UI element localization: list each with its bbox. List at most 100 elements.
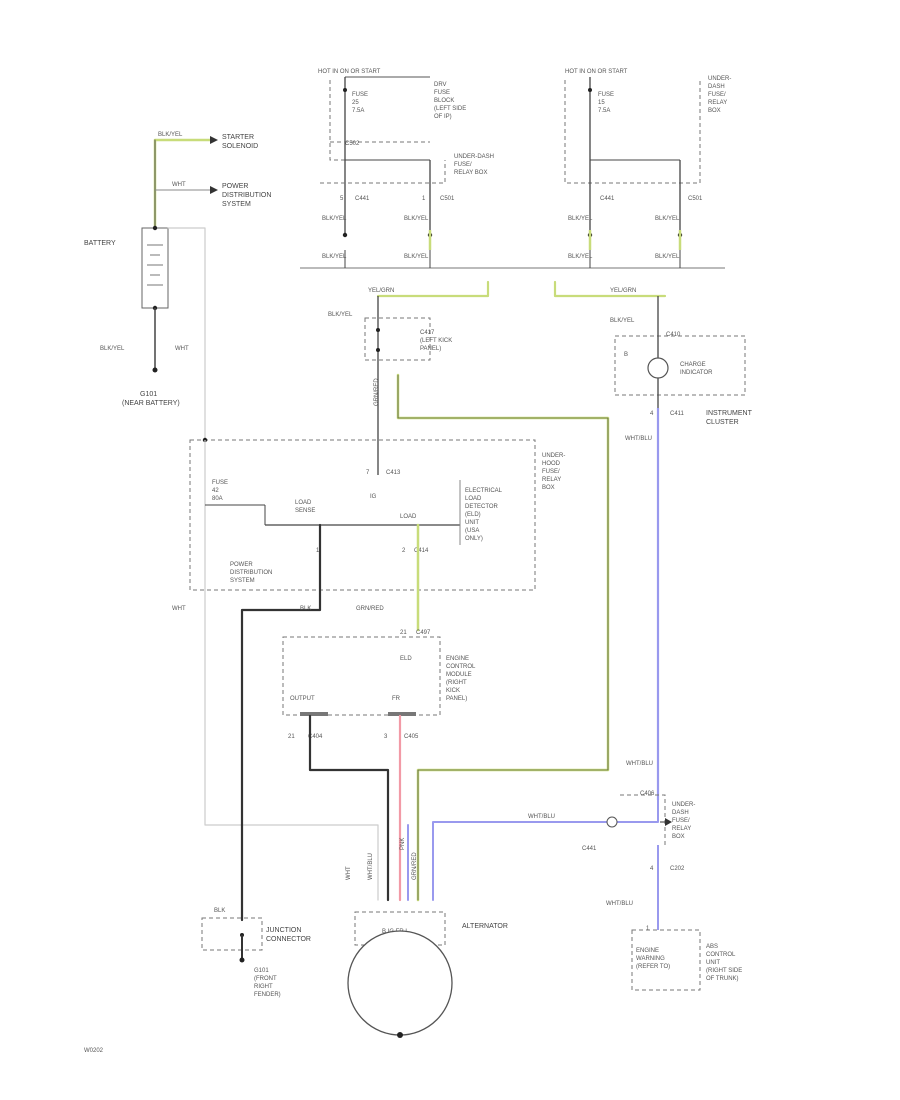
bus-lbl-7: BLK/YEL bbox=[568, 254, 593, 260]
underhood-l1: UNDER- bbox=[542, 453, 565, 459]
right-loc-l1: UNDER- bbox=[708, 76, 731, 82]
c413-label: C413 bbox=[386, 470, 401, 476]
ecm-l6: PANEL) bbox=[446, 696, 467, 702]
pd-box-l2: DISTRIBUTION bbox=[230, 570, 272, 576]
underdash-l3: RELAY BOX bbox=[454, 170, 487, 176]
wht-alt-label: WHT bbox=[346, 866, 352, 880]
load-label: LOAD bbox=[400, 514, 417, 520]
engine-warn-l1: ENGINE bbox=[636, 948, 659, 954]
c441-left: C441 bbox=[355, 196, 370, 202]
dash-l2: (LEFT KICK bbox=[420, 338, 452, 344]
bus-lbl-5: BLK/YEL bbox=[568, 216, 593, 222]
bus-lbl-2: BLK/YEL bbox=[404, 216, 429, 222]
right-hot-label: HOT IN ON OR START bbox=[565, 69, 628, 75]
pin-21: 21 bbox=[400, 630, 407, 636]
underhood-l4: RELAY bbox=[542, 477, 561, 483]
ecm-tag: ELD bbox=[400, 656, 412, 662]
eld-l3: DETECTOR bbox=[465, 504, 499, 510]
pink-label: PNK bbox=[400, 838, 406, 850]
pin-1b: 1 bbox=[316, 548, 320, 554]
pin-7: 7 bbox=[366, 470, 370, 476]
right-loc-l4: RELAY bbox=[708, 100, 727, 106]
blk-mid-label: BLK bbox=[300, 606, 311, 612]
load-sense-l1: LOAD bbox=[295, 500, 312, 506]
pin-1c: 1 bbox=[646, 926, 650, 932]
starter-l1: STARTER bbox=[222, 134, 254, 141]
left-fuse-l3: 7.5A bbox=[352, 108, 364, 114]
lower-l3: FUSE/ bbox=[672, 818, 690, 824]
alternator-label: ALTERNATOR bbox=[462, 923, 508, 930]
right-loc-l5: BOX bbox=[708, 108, 721, 114]
wht-blu-bottom2-label: WHT/BLU bbox=[606, 901, 633, 907]
starter-l2: SOLENOID bbox=[222, 143, 258, 150]
left-fuse-l2: 25 bbox=[352, 100, 359, 106]
c404-label: C404 bbox=[308, 734, 323, 740]
left-loc-l2: FUSE bbox=[434, 90, 450, 96]
wht-left-label: WHT bbox=[175, 346, 189, 352]
ground-battery-l2: (NEAR BATTERY) bbox=[122, 400, 180, 407]
gnd-front-l1: G101 bbox=[254, 968, 269, 974]
eld-l6: (USA bbox=[465, 528, 479, 534]
right-fuse-group: HOT IN ON OR START FUSE 15 7.5A UNDER- D… bbox=[564, 69, 731, 260]
right-fuse-l3: 7.5A bbox=[598, 108, 610, 114]
diagram-id: W0202 bbox=[84, 1048, 104, 1054]
eld-l7: ONLY) bbox=[465, 536, 483, 542]
lower-box-group: WHT/BLU C406 C441 UNDER- DASH FUSE/ RELA… bbox=[582, 761, 742, 991]
eld-l1: ELECTRICAL bbox=[465, 488, 503, 494]
left-loc-l4: (LEFT SIDE bbox=[434, 106, 466, 112]
pin-21b: 21 bbox=[288, 734, 295, 740]
pin-1a: 1 bbox=[422, 196, 426, 202]
left-loc-l3: BLOCK bbox=[434, 98, 454, 104]
yel-grn-right: YEL/GRN bbox=[610, 288, 636, 294]
power-dist-l2: DISTRIBUTION bbox=[222, 192, 271, 199]
c501-right: C501 bbox=[688, 196, 703, 202]
ecm-l3: MODULE bbox=[446, 672, 472, 678]
battery-label: BATTERY bbox=[84, 240, 116, 247]
charge-l2: INDICATOR bbox=[680, 370, 713, 376]
fuse-ig-l3: 80A bbox=[212, 496, 223, 502]
wht-blu-bottom-label: WHT/BLU bbox=[626, 761, 653, 767]
bus-lbl-4: BLK/YEL bbox=[404, 254, 429, 260]
cluster-wire-label: BLK/YEL bbox=[610, 318, 635, 324]
instrument-cluster-group: BLK/YEL C410 B CHARGE INDICATOR 4 C411 I… bbox=[610, 296, 753, 800]
pin-b: B bbox=[624, 352, 628, 358]
pd-box-l1: POWER bbox=[230, 562, 253, 568]
pd-box-l3: SYSTEM bbox=[230, 578, 255, 584]
c441-bottom: C441 bbox=[582, 846, 597, 852]
eld-l2: LOAD bbox=[465, 496, 482, 502]
grn-red-mid-label: GRN/RED bbox=[356, 606, 384, 612]
charge-indicator-lamp bbox=[647, 357, 669, 379]
battery-symbol bbox=[141, 227, 169, 309]
wht-blu-lower-label: WHT/BLU bbox=[528, 814, 555, 820]
bus-lbl-3: BLK/YEL bbox=[322, 254, 347, 260]
output-label: OUTPUT bbox=[290, 696, 315, 702]
junction-l1: JUNCTION bbox=[266, 927, 301, 934]
right-loc-l3: FUSE/ bbox=[708, 92, 726, 98]
pin-4a: 4 bbox=[650, 411, 654, 417]
underhood-box-group: FUSE 42 80A LOAD SENSE 7 C413 IG LOAD EL… bbox=[189, 437, 565, 591]
abs-l1: ABS bbox=[706, 944, 718, 950]
blk-yel-left-label: BLK/YEL bbox=[100, 346, 125, 352]
c497-label: C497 bbox=[416, 630, 431, 636]
fuse-ig-l1: FUSE bbox=[212, 480, 228, 486]
cluster-l1: INSTRUMENT bbox=[706, 410, 753, 417]
wht-mid-label: WHT bbox=[172, 606, 186, 612]
grn-red-label: GRN/RED bbox=[374, 378, 380, 406]
power-dist-l3: SYSTEM bbox=[222, 201, 251, 208]
junction-l2: CONNECTOR bbox=[266, 936, 311, 943]
engine-warn-l2: WARNING bbox=[636, 956, 665, 962]
right-fuse-l1: FUSE bbox=[598, 92, 614, 98]
right-fuse-l2: 15 bbox=[598, 100, 605, 106]
underhood-l3: FUSE/ bbox=[542, 469, 560, 475]
cluster-l2: CLUSTER bbox=[706, 419, 739, 426]
gnd-front-l3: RIGHT bbox=[254, 984, 273, 990]
abs-l5: OF TRUNK) bbox=[706, 976, 739, 982]
alternator-group: WHT WHT/BLU GRN/RED B IG FR L ALTERNATOR bbox=[346, 852, 508, 1038]
underdash-l2: FUSE/ bbox=[454, 162, 472, 168]
c441-right: C441 bbox=[600, 196, 615, 202]
c410-label: C410 bbox=[666, 332, 681, 338]
fr-label: FR bbox=[392, 696, 401, 702]
gnd-front-l4: FENDER) bbox=[254, 992, 281, 998]
grn-red-alt-label: GRN/RED bbox=[412, 852, 418, 880]
